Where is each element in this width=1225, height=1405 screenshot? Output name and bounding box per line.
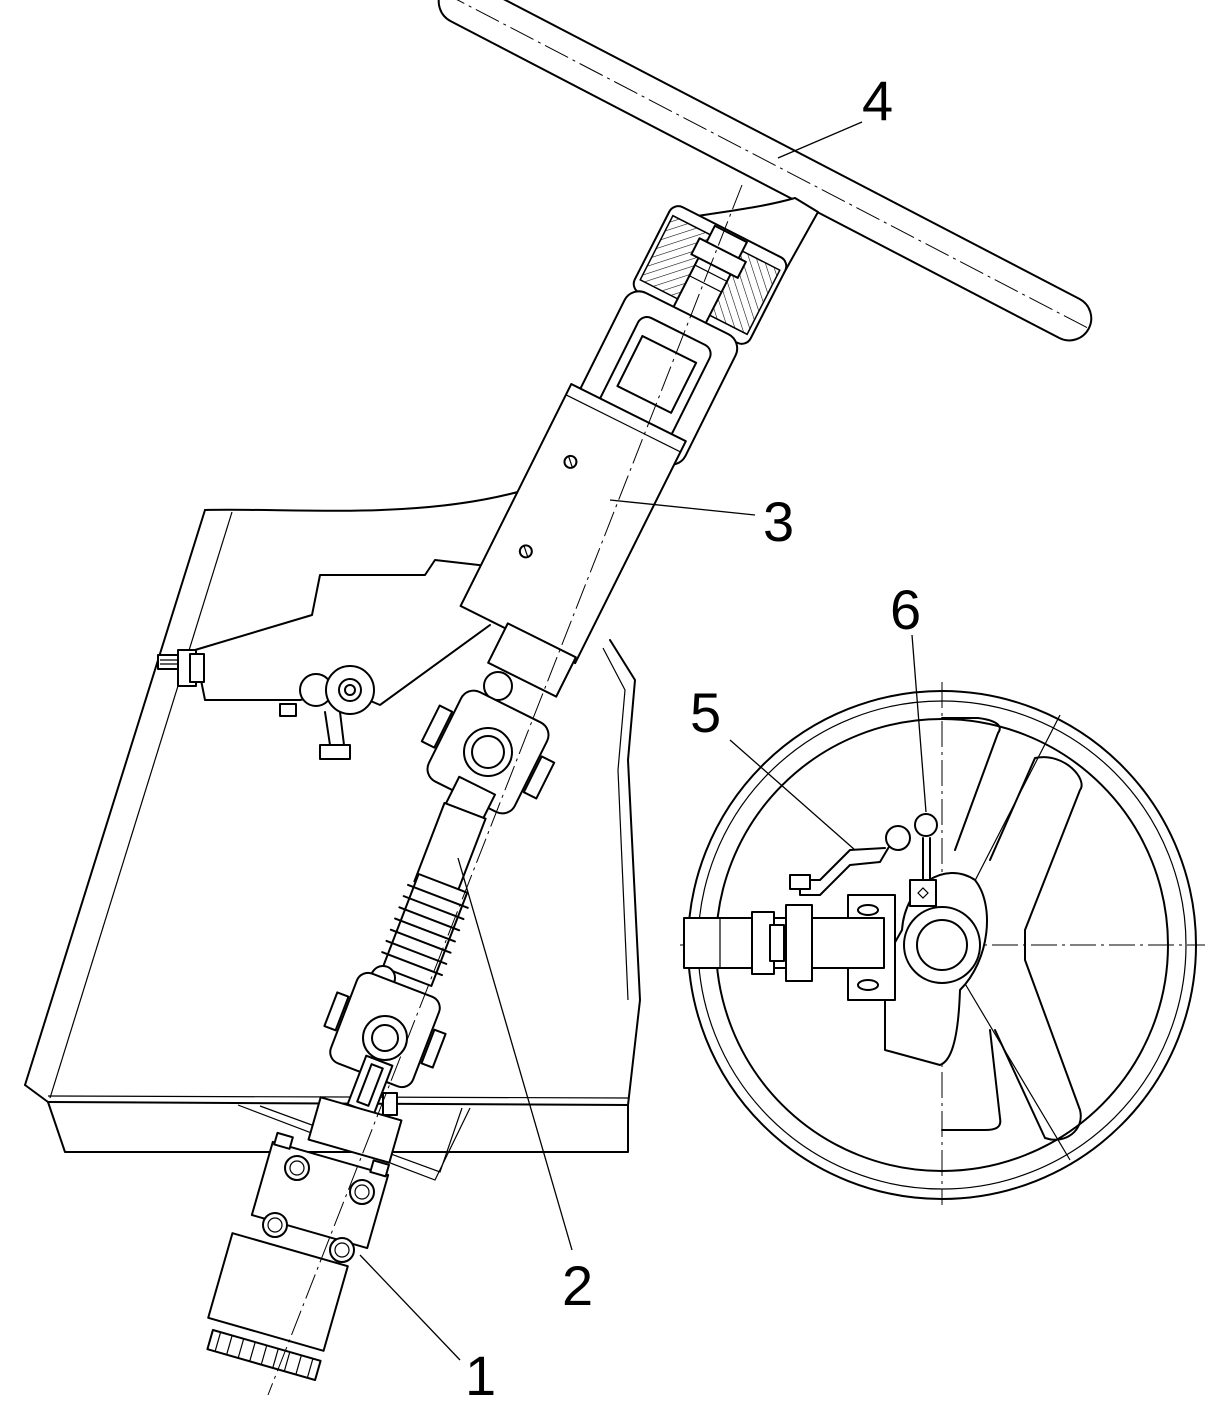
- steering-gear-unit: [206, 1096, 403, 1382]
- intermediate-shaft: [381, 801, 487, 987]
- callout-1: 1: [465, 1344, 496, 1405]
- steering-wheel-front-view: [680, 682, 1205, 1205]
- callout-2: 2: [562, 1254, 593, 1317]
- callout-4: 4: [862, 69, 893, 132]
- callout-6: 6: [890, 578, 921, 641]
- callout-5: 5: [690, 681, 721, 744]
- upper-universal-joint: [420, 671, 556, 825]
- column-axis: [267, 184, 743, 1396]
- steering-column-housing: [459, 290, 739, 698]
- leader-lines: [359, 121, 927, 1361]
- lower-universal-joint: [323, 965, 447, 1116]
- column-mounting-bracket: [157, 559, 506, 760]
- callout-3: 3: [763, 490, 794, 553]
- callout-labels: 4 3 6 5 2 1: [465, 69, 921, 1405]
- mounting-nuts: [262, 1155, 375, 1263]
- protective-bellows: [381, 873, 469, 987]
